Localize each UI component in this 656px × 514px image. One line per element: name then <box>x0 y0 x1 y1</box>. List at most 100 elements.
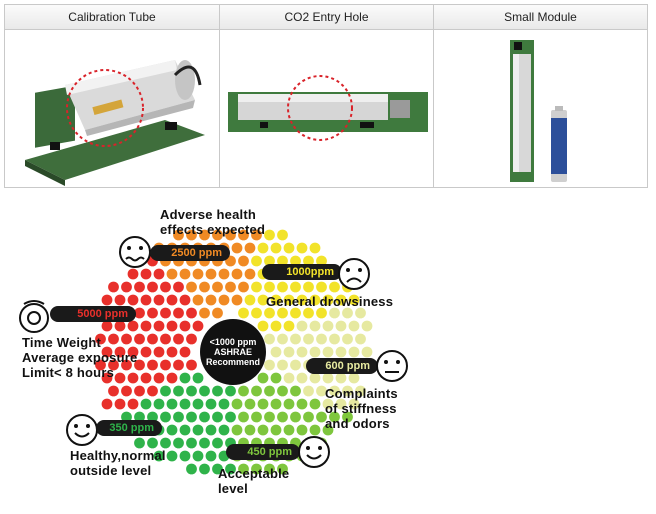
level-450-label: Acceptable level <box>218 466 289 496</box>
co2-dot <box>283 424 295 436</box>
co2-dot <box>264 281 275 293</box>
co2-dot <box>309 294 321 306</box>
co2-dot <box>238 411 249 423</box>
level-600-label: Complaints of stiffness and odors <box>325 386 398 431</box>
co2-dot <box>335 320 347 332</box>
co2-dot <box>166 372 178 384</box>
co2-dot <box>277 281 288 293</box>
co2-dot <box>186 307 197 319</box>
label-line: Adverse health <box>160 207 257 222</box>
co2-dot <box>212 281 223 293</box>
co2-dot <box>179 450 191 462</box>
co2-dot <box>173 333 184 345</box>
label-line: Time Weight <box>22 335 102 350</box>
co2-dot <box>121 411 132 423</box>
ashrae-threshold: <1000 ppm <box>209 337 257 347</box>
co2-dot <box>231 294 243 306</box>
co2-dot <box>303 333 314 345</box>
co2-dot <box>121 359 132 371</box>
co2-dot <box>160 359 171 371</box>
co2-dot <box>108 333 119 345</box>
co2-dot <box>166 320 178 332</box>
co2-dot <box>179 294 191 306</box>
co2-dot <box>140 268 152 280</box>
co2-dot <box>283 398 295 410</box>
co2-dot <box>342 411 353 423</box>
co2-dot <box>329 307 340 319</box>
co2-dot <box>296 346 308 358</box>
co2-dot <box>160 411 171 423</box>
co2-dot <box>179 346 191 358</box>
co2-dot <box>316 255 327 267</box>
level-1000-pill: 1000ppm <box>262 264 342 280</box>
co2-dot <box>192 294 204 306</box>
co2-dot <box>251 307 262 319</box>
co2-dot <box>153 294 165 306</box>
co2-dot <box>322 346 334 358</box>
co2-dot <box>277 411 288 423</box>
co2-dot <box>264 359 275 371</box>
co2-dot <box>296 424 308 436</box>
co2-dot <box>218 268 230 280</box>
co2-dot <box>251 411 262 423</box>
co2-dot <box>218 424 230 436</box>
co2-dot <box>121 281 132 293</box>
co2-dot <box>134 333 145 345</box>
co2-dot <box>303 281 314 293</box>
co2-dot <box>134 411 145 423</box>
co2-dot <box>264 385 275 397</box>
co2-dot <box>238 463 249 475</box>
co2-dot <box>101 320 113 332</box>
co2-dot <box>147 281 158 293</box>
co2-dot <box>127 268 139 280</box>
co2-dot <box>134 437 145 449</box>
co2-dot <box>290 255 301 267</box>
level-600-pill: 600 ppm <box>306 358 378 374</box>
co2-dot <box>166 424 178 436</box>
co2-dot <box>348 398 360 410</box>
co2-dot <box>192 398 204 410</box>
co2-dot <box>290 385 301 397</box>
level-450-pill: 450 ppm <box>226 444 300 460</box>
co2-dot <box>199 229 210 241</box>
co2-dot <box>316 385 327 397</box>
co2-dot <box>244 242 256 254</box>
co2-dot <box>270 346 282 358</box>
co2-dot <box>166 450 178 462</box>
co2-dot <box>322 398 334 410</box>
co2-dot <box>342 385 353 397</box>
co2-dot <box>205 268 217 280</box>
co2-dot <box>225 229 236 241</box>
ashrae-line3: Recommend <box>205 357 260 367</box>
ashrae-line2: ASHRAE <box>213 347 252 357</box>
co2-dot <box>283 346 295 358</box>
co2-dot <box>335 398 347 410</box>
co2-dot <box>160 281 171 293</box>
co2-dot <box>283 294 295 306</box>
co2-dot <box>316 411 327 423</box>
co2-dot <box>134 307 145 319</box>
co2-dot <box>153 346 165 358</box>
co2-dot <box>270 424 282 436</box>
co2-dot <box>186 333 197 345</box>
co2-dot <box>348 372 360 384</box>
co2-dot <box>342 307 353 319</box>
co2-dot <box>322 424 334 436</box>
co2-dot <box>160 437 171 449</box>
product-photo-table: Calibration Tube <box>4 4 648 188</box>
co2-dot <box>192 372 204 384</box>
co2-dot <box>121 385 132 397</box>
ashrae-badge <box>200 319 266 385</box>
co2-dot <box>277 229 288 241</box>
co2-dot <box>101 294 113 306</box>
co2-dot <box>316 281 327 293</box>
sick-face-icon <box>119 236 151 268</box>
co2-dot <box>225 385 236 397</box>
co2-dot <box>186 359 197 371</box>
co2-dot <box>257 320 269 332</box>
co2-dot <box>121 333 132 345</box>
co2-dot <box>140 320 152 332</box>
co2-dot <box>199 411 210 423</box>
co2-dot <box>270 242 282 254</box>
co2-dot <box>322 320 334 332</box>
